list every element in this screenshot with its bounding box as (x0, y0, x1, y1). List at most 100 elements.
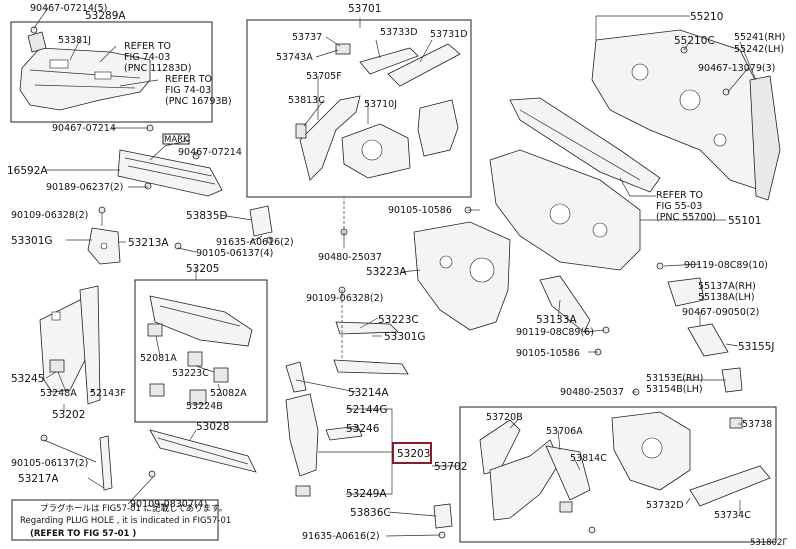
label-90189-06237: 90189-06237(2) (46, 182, 123, 193)
label-90109-06328: 90109-06328(2) (11, 210, 88, 221)
label-55101: 55101 (728, 215, 761, 227)
label-90105-10586-b: 90105-10586 (516, 348, 580, 359)
label-refer-to-1: REFER TO (124, 41, 171, 52)
label-53028: 53028 (196, 421, 229, 433)
label-53733D: 53733D (380, 27, 418, 38)
box-53702 (459, 406, 777, 543)
bracket-53301G-left-part (87, 227, 121, 265)
label-53706A: 53706A (546, 426, 583, 437)
label-53738: 53738 (742, 419, 772, 430)
label-53213A: 53213A (128, 237, 169, 249)
fender-skirt-53223A-part (413, 221, 511, 331)
label-53223A: 53223A (366, 266, 407, 278)
label-52081A: 52081A (140, 353, 177, 364)
label-90119-08C89-a: 90119-08C89(10) (684, 260, 768, 271)
label-90119-08C89-b: 90119-08C89(6) (516, 327, 594, 338)
label-53249A: 53249A (346, 488, 387, 500)
label-90480-25037-b: 90480-25037 (560, 387, 624, 398)
radiator-support-side-part (39, 285, 101, 405)
plug-hole-note-box (11, 499, 219, 541)
mark-box (162, 133, 190, 145)
highlight-53203 (392, 442, 432, 464)
label-53710J: 53710J (364, 99, 397, 110)
hood-seal-part (117, 149, 223, 197)
label-53301G-right: 53301G (384, 331, 426, 343)
label-55138A-lh: 55138A(LH) (698, 292, 755, 303)
cowl-panel-part (509, 97, 661, 193)
label-refer-to-3: REFER TO (656, 190, 703, 201)
label-53223C-left: 53223C (172, 368, 209, 379)
label-refer-fig-1: FIG 74-03 (124, 52, 170, 63)
dash-panel-55101-part (489, 149, 641, 271)
leader-lines (33, 7, 757, 537)
label-53223C-right: 53223C (378, 314, 419, 326)
label-53224B: 53224B (186, 401, 223, 412)
brace-53217A-part (99, 435, 113, 491)
brace-53223C-right-part (333, 321, 409, 375)
label-53214A: 53214A (348, 387, 389, 399)
label-53702: 53702 (434, 461, 467, 473)
note-plug-hole-ref: (REFER TO FIG 57-01 ) (30, 529, 136, 539)
bracket-55137A-part (667, 277, 705, 307)
figure-code: 531802Г (750, 538, 788, 548)
label-90105-10586-a: 90105-10586 (388, 205, 452, 216)
cowl-cover-part (19, 31, 151, 111)
label-53743A: 53743A (276, 52, 313, 63)
label-90105-06137-a: 90105-06137(2) (11, 458, 88, 469)
label-55210C: 55210C (674, 35, 715, 47)
label-55241-rh: 55241(RH) (734, 32, 785, 43)
label-53835D: 53835D (186, 210, 228, 222)
label-90480-25037-a: 90480-25037 (318, 252, 382, 263)
note-plug-hole-jp: プラグホールは FIG57-01 に記載してあります。 (40, 503, 227, 514)
radiator-support-lower-part (149, 429, 257, 473)
radiator-support-upper-part (147, 295, 253, 405)
box-53289A (10, 21, 213, 123)
label-55210: 55210 (690, 11, 723, 23)
label-53217A: 53217A (18, 473, 59, 485)
fender-apron-right-part (479, 411, 771, 521)
label-91635-A0616-b: 91635-A0616(2) (302, 531, 380, 542)
label-53245: 53245 (11, 373, 44, 385)
bracket-53836C-part (433, 503, 453, 529)
label-refer-pnc-2: (PNC 16793B) (165, 96, 232, 107)
box-53701 (246, 19, 472, 198)
label-53289A: 53289A (85, 10, 126, 22)
label-mark: MARK (164, 135, 189, 145)
label-53133A: 53133A (536, 314, 577, 326)
seal-53155J-part (687, 323, 729, 357)
label-53301G-left: 53301G (11, 235, 53, 247)
label-90109-08307: 90109-08307(4) (130, 499, 207, 510)
label-53155J: 53155J (738, 341, 775, 353)
front-side-member-53203-part (285, 361, 363, 497)
label-90467-07214-5: 90467-07214(5) (30, 3, 107, 14)
label-53731D: 53731D (430, 29, 468, 40)
label-90105-06137-b: 90105-06137(4) (196, 248, 273, 259)
label-53720B: 53720B (486, 412, 523, 423)
label-53154B-lh: 53154B(LH) (646, 384, 703, 395)
fender-apron-left-part (295, 43, 461, 181)
bracket-53153E-part (721, 367, 743, 393)
label-53248A: 53248A (40, 388, 77, 399)
label-55242-lh: 55242(LH) (734, 44, 784, 55)
label-refer-to-2: REFER TO (165, 74, 212, 85)
label-52143F: 52143F (90, 388, 126, 399)
label-53246: 53246 (346, 423, 380, 435)
label-53734C: 53734C (714, 510, 751, 521)
note-plug-hole-en: Regarding PLUG HOLE , it is indicated in… (20, 516, 231, 526)
label-53205: 53205 (186, 263, 219, 275)
label-53814C: 53814C (570, 453, 607, 464)
label-refer-fig-3: FIG 55-03 (656, 201, 702, 212)
label-90467-09050: 90467-09050(2) (682, 307, 759, 318)
label-refer-pnc-1: (PNC 11283D) (124, 63, 191, 74)
box-53205 (134, 279, 268, 423)
label-55137A-rh: 55137A(RH) (698, 281, 756, 292)
label-53813C: 53813C (288, 95, 325, 106)
label-52144G: 52144G (346, 404, 388, 416)
label-90467-07214-b: 90467-07214 (178, 147, 242, 158)
label-53732D: 53732D (646, 500, 684, 511)
fasteners (30, 26, 730, 539)
label-53737: 53737 (292, 32, 322, 43)
label-refer-fig-2: FIG 74-03 (165, 85, 211, 96)
label-53705F: 53705F (306, 71, 342, 82)
